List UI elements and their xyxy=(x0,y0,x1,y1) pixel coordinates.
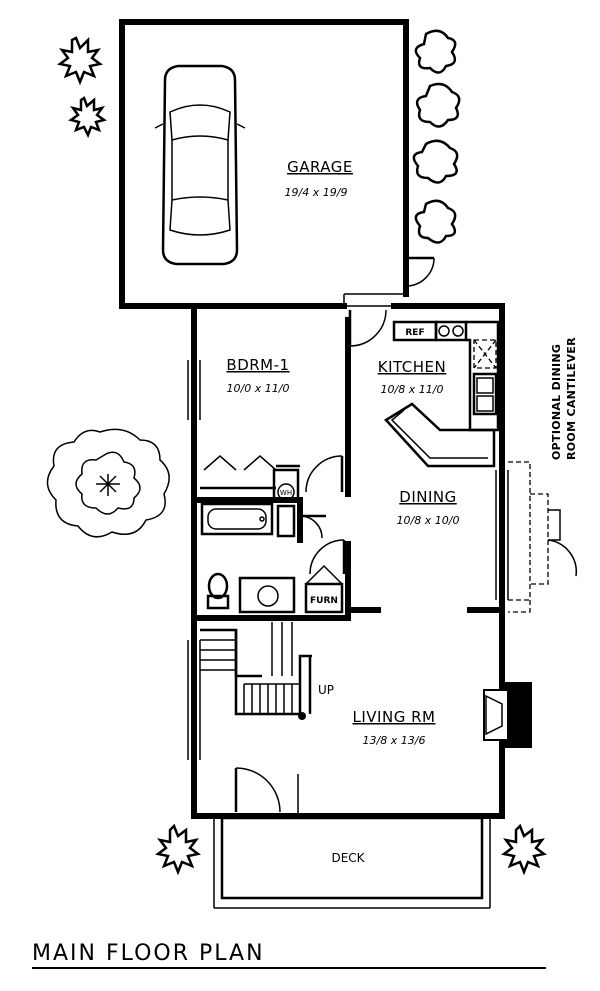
bedroom-window xyxy=(187,360,201,420)
newel-post xyxy=(298,712,306,720)
water-heater-label: WH xyxy=(280,489,292,497)
corner-cabinet xyxy=(473,339,497,369)
bedroom-label: BDRM-1 xyxy=(226,356,289,374)
plan-title: MAIN FLOOR PLAN xyxy=(32,941,265,966)
kitchen-label: KITCHEN xyxy=(378,358,447,376)
bathroom: FURN xyxy=(197,497,381,621)
kitchen: REF KITCHEN 10/8 x 11/0 xyxy=(378,320,500,468)
bush-icon xyxy=(412,139,459,184)
bush-icon xyxy=(414,29,457,74)
stair-treads xyxy=(200,622,293,714)
bedroom-door xyxy=(305,455,344,493)
bedroom-dimensions: 10/0 x 11/0 xyxy=(227,382,290,395)
living-room-label: LIVING RM xyxy=(353,708,436,726)
garage-side-door xyxy=(405,256,435,287)
bedroom: BDRM-1 10/0 x 11/0 WH xyxy=(187,317,351,502)
optional-cantilever-label-line2: ROOM CANTILEVER xyxy=(565,337,578,460)
shrub-icon xyxy=(155,823,201,876)
toilet xyxy=(206,572,230,610)
title-block: MAIN FLOOR PLAN xyxy=(32,941,546,969)
garage-label: GARAGE xyxy=(287,158,353,176)
deck-label: DECK xyxy=(331,851,365,865)
living-room: LIVING RM 13/8 x 13/6 xyxy=(187,640,532,816)
tree-icon xyxy=(46,428,170,538)
furnace-label: FURN xyxy=(310,596,338,606)
bathroom-door xyxy=(299,514,326,539)
optional-cantilever-label-line1: OPTIONAL DINING xyxy=(550,344,563,460)
garage-dimensions: 19/4 x 19/9 xyxy=(285,186,348,199)
refrigerator: REF xyxy=(392,320,438,342)
stairs-up-label: UP xyxy=(318,683,334,697)
optional-cantilever xyxy=(508,461,578,613)
water-heater: WH xyxy=(272,468,300,502)
refrigerator-label: REF xyxy=(405,328,424,338)
dining-dimensions: 10/8 x 10/0 xyxy=(397,514,460,527)
landscaping xyxy=(46,29,547,876)
car-icon xyxy=(154,64,246,266)
front-door xyxy=(234,767,281,813)
hall-door xyxy=(309,539,346,575)
shrub-icon xyxy=(57,36,103,86)
shrub-icon xyxy=(501,823,547,876)
deck: DECK xyxy=(213,816,491,909)
garage-entry-door xyxy=(348,309,387,347)
living-room-dimensions: 13/8 x 13/6 xyxy=(363,734,426,747)
dining: DINING 10/8 x 10/0 xyxy=(397,461,578,613)
bush-icon xyxy=(415,82,461,128)
bedroom-closet xyxy=(200,455,300,490)
fireplace xyxy=(483,682,532,748)
garage: GARAGE 19/4 x 19/9 xyxy=(119,19,435,309)
linen-closet xyxy=(276,504,296,538)
kitchen-dimensions: 10/8 x 11/0 xyxy=(381,383,444,396)
dining-label: DINING xyxy=(399,488,456,506)
bathtub xyxy=(200,502,274,536)
kitchen-sink xyxy=(472,372,498,416)
bush-icon xyxy=(414,199,457,244)
shrub-icon xyxy=(68,96,107,139)
range xyxy=(434,320,468,342)
bathroom-sink xyxy=(238,576,296,614)
house-walls xyxy=(191,303,505,819)
stairs: UP xyxy=(200,622,334,720)
kitchen-peninsula xyxy=(384,402,496,468)
furnace: FURN xyxy=(304,564,344,614)
